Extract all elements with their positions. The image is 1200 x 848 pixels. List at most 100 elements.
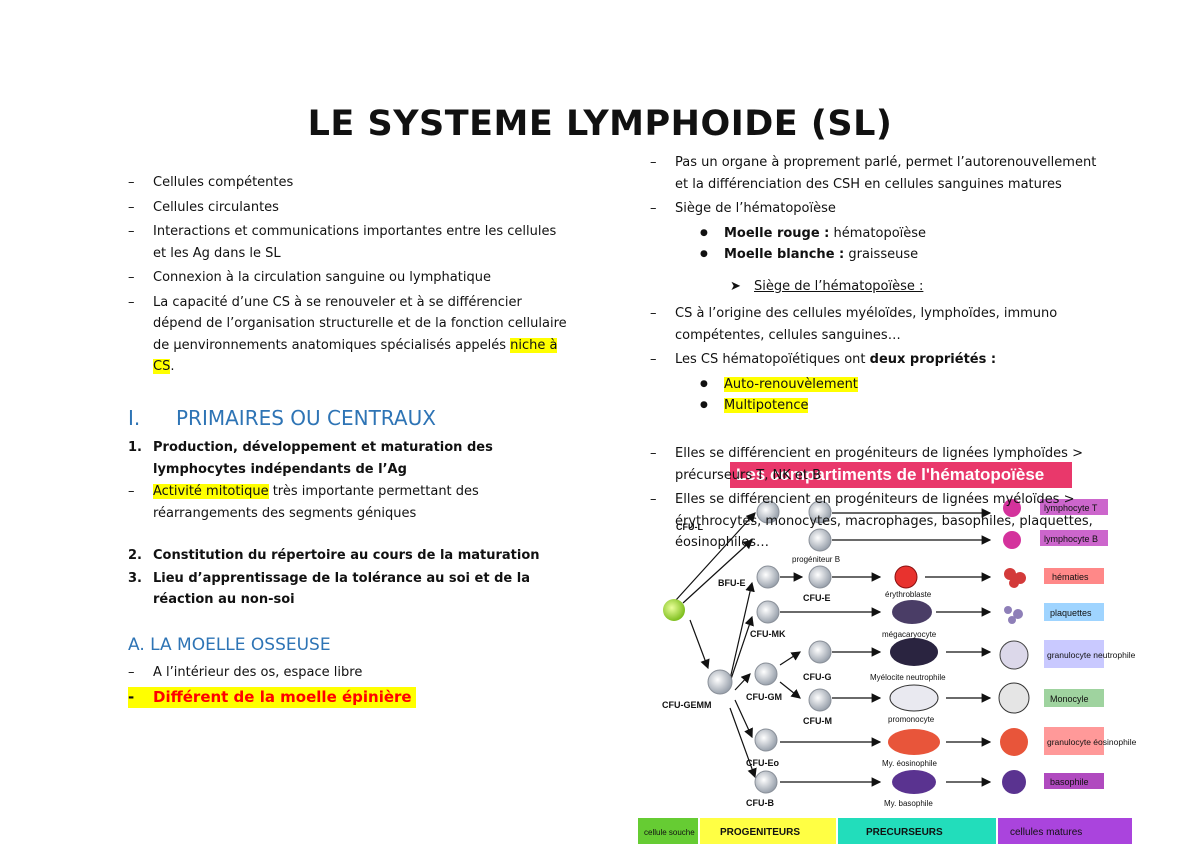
cell-baso: [1002, 770, 1026, 794]
label-baso: basophile: [1050, 777, 1089, 787]
item-text: très importante permettant des réarrange…: [153, 484, 479, 521]
item-text: Constitution du répertoire au cours de l…: [153, 548, 540, 563]
box-baso: [1044, 773, 1104, 789]
label-bfu-e: BFU-E: [718, 578, 746, 588]
highlight-prop: Multipotence: [724, 398, 809, 413]
label-my-baso: My. basophile: [884, 799, 933, 808]
bullet-bold: Moelle rouge :: [724, 225, 830, 241]
numbered-item-1: 1. Production, développement et maturatio…: [128, 437, 568, 480]
highlight-prop: Auto-renouvèlement: [724, 376, 858, 392]
item-number: 2.: [128, 548, 142, 563]
label-erythroblaste: érythroblaste: [885, 590, 932, 599]
cell-cfu-e: [808, 565, 832, 589]
numbered-item-3: 3. Lieu d’apprentissage de la tolérance a…: [128, 568, 568, 611]
cell-megakaryocyte: [892, 600, 932, 624]
label-plaquettes: plaquettes: [1050, 608, 1092, 618]
list-item: Interactions et communications important…: [128, 221, 568, 264]
cell-cfu-b: [754, 770, 778, 794]
legend-cellule: [638, 818, 698, 844]
label-cfu-gm: CFU-GM: [746, 692, 782, 702]
item-text: Les CS hématopoïétiques ont: [675, 352, 870, 367]
item-number: 1.: [128, 440, 142, 455]
cell-cfu-g: [808, 640, 832, 664]
label-cfu-e: CFU-E: [803, 593, 831, 603]
overlay-text-block: Elles se différencient en progéniteurs d…: [650, 443, 1110, 557]
label-cfu-eo: CFU-Eo: [746, 758, 779, 768]
item-number: 3.: [128, 570, 142, 586]
box-hematies: [1044, 568, 1104, 584]
bullet-list: Moelle rouge : hématopoïèse Moelle blanc…: [700, 223, 1110, 266]
list-item: La capacité d’une CS à se renouveler et …: [128, 292, 568, 378]
arrow-item: ➤Siège de l’hématopoïèse :: [730, 276, 1110, 298]
left-column: Cellules compétentes Cellules circulante…: [128, 172, 568, 709]
stem-cell: [663, 599, 685, 621]
label-promonocyte: promonocyte: [888, 715, 935, 724]
list-item: Connexion à la circulation sanguine ou l…: [128, 267, 568, 289]
label-prog-b: progéniteur B: [792, 555, 840, 564]
list-item: Elles se différencient en progéniteurs d…: [650, 443, 1110, 486]
box-granulo-n: [1044, 640, 1104, 668]
section-label: PRIMAIRES OU CENTRAUX: [176, 405, 436, 430]
cell-cfu-gemm: [707, 669, 733, 695]
label-cfu-mk: CFU-MK: [750, 629, 786, 639]
legend-matures: [998, 818, 1132, 844]
list-item: Elles se différencient en progéniteurs d…: [650, 489, 1110, 554]
list-item: Siège de l’hématopoïèse: [650, 198, 1110, 220]
label-cfu-b: CFU-B: [746, 798, 774, 808]
cell-my-baso: [892, 770, 936, 794]
label-megacaryocyte: mégacaryocyte: [882, 630, 937, 639]
box-plaquettes: [1044, 603, 1104, 621]
label-cfu-g: CFU-G: [803, 672, 832, 682]
right-column: Pas un organe à proprement parlé, permet…: [650, 152, 1110, 417]
legend-precurs-label: PRECURSEURS: [866, 827, 943, 838]
list-item: A l’intérieur des os, espace libre: [128, 662, 568, 684]
box-granulo-e: [1044, 727, 1104, 755]
legend-progen-label: PROGENITEURS: [720, 827, 800, 838]
label-myelo: Myélocite neutrophile: [870, 673, 946, 682]
cell-promonocyte: [889, 684, 939, 712]
label-cfu-m: CFU-M: [803, 716, 832, 726]
list-item: Cellules circulantes: [128, 197, 568, 219]
cell-hematies: [1004, 568, 1026, 588]
cell-monocyte: [998, 682, 1030, 714]
cell-cfu-m: [808, 688, 832, 712]
label-monocyte: Monocyle: [1050, 694, 1089, 704]
box-monocyte: [1044, 689, 1104, 707]
cell-myelocyte: [890, 638, 938, 666]
list-item: CS à l’origine des cellules myéloïdes, l…: [650, 303, 1110, 346]
cell-cfu-mk: [756, 600, 780, 624]
bullet-list: Auto-renouvèlement Multipotence: [700, 374, 1110, 417]
cell-cfu-eo: [754, 728, 778, 752]
list-item: Les CS hématopoïétiques ont deux proprié…: [650, 349, 1110, 371]
section-heading-moelle: A. LA MOELLE OSSEUSE: [128, 634, 331, 655]
bullet-item: Multipotence: [700, 395, 1110, 417]
bullet-bold: Moelle blanche :: [724, 247, 845, 262]
cell-granulo-e: [1000, 728, 1028, 756]
arrow-label: Siège de l’hématopoïèse :: [754, 278, 924, 294]
legend-progen: [700, 818, 836, 844]
list-item-mitotic: Activité mitotique très importante perme…: [128, 481, 568, 524]
highlight-mitotic: Activité mitotique: [153, 484, 269, 499]
legend-cellule-label: cellule souche: [644, 828, 695, 837]
cell-granulo-n: [999, 640, 1029, 670]
list-item: Pas un organe à proprement parlé, permet…: [650, 152, 1110, 195]
bullet-item: Moelle blanche : graisseuse: [700, 244, 1110, 266]
bullet-text: graisseuse: [844, 247, 919, 262]
item-text: Lieu d’apprentissage de la tolérance au …: [153, 570, 530, 608]
cell-bfu-e: [756, 565, 780, 589]
section-heading-primaires: I. PRIMAIRES OU CENTRAUX: [128, 405, 568, 430]
list-item-text: La capacité d’une CS à se renouveler et …: [153, 294, 567, 353]
list-item: Cellules compétentes: [128, 172, 568, 194]
cell-my-eos: [888, 729, 940, 755]
item-bold: deux propriétés :: [869, 352, 997, 367]
red-highlight-item: -Différent de la moelle épinière: [128, 686, 416, 708]
item-text: Production, développement et maturation …: [153, 440, 493, 477]
item-text: Différent de la moelle épinière: [153, 687, 412, 706]
section-number: I.: [128, 405, 141, 430]
cell-cfu-gm: [754, 662, 778, 686]
legend-matures-label: cellules matures: [1010, 827, 1082, 838]
label-cfu-gemm: CFU-GEMM: [662, 700, 712, 710]
bullet-item: Auto-renouvèlement: [700, 374, 1110, 396]
page-title: LE SYSTEME LYMPHOIDE (SL): [307, 104, 893, 144]
numbered-item-2: 2. Constitution du répertoire au cours de…: [128, 545, 568, 567]
